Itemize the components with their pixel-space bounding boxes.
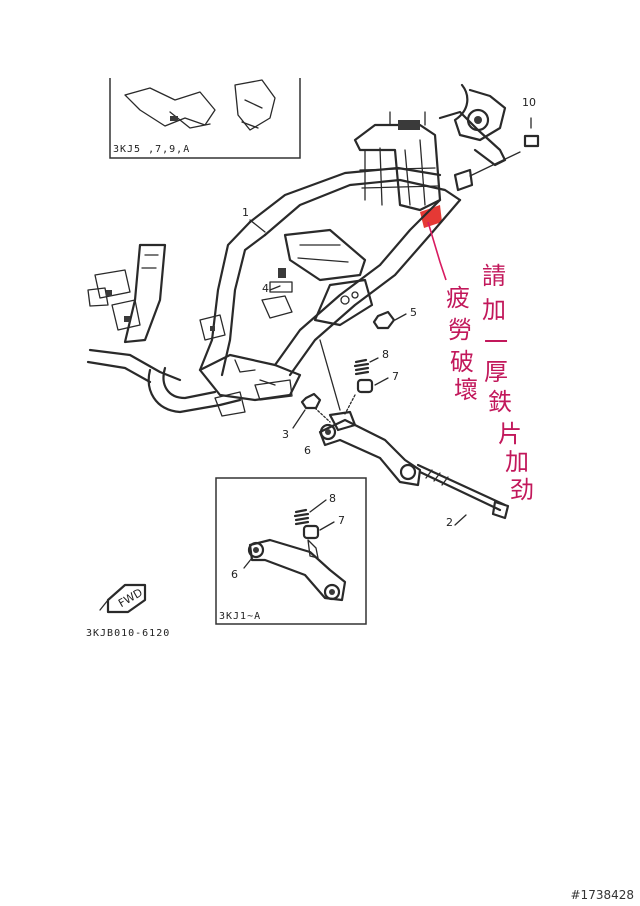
- inset-callout-7: 7: [338, 514, 345, 527]
- handwritten-annotation: 請 加 一 厚 鉄 片 加 劲 疲 勞 破 壞: [427, 221, 534, 504]
- callout-8: 8: [382, 348, 389, 361]
- inset-callout-6: 6: [231, 568, 238, 581]
- annotation-char: 壞: [454, 376, 478, 404]
- callout-10: 10: [522, 96, 536, 109]
- annotation-char: 勞: [448, 316, 472, 344]
- annotation-char: 加: [505, 448, 529, 476]
- annotation-char: 片: [498, 420, 522, 448]
- callout-3: 3: [282, 428, 289, 441]
- rear-bracket-assembly: 10: [438, 83, 540, 192]
- inset-callout-8: 8: [329, 492, 336, 505]
- annotation-char: 劲: [510, 476, 534, 504]
- inset-bottom-label: 3KJ1~A: [219, 611, 261, 622]
- callout-4: 4: [262, 282, 269, 295]
- main-frame: [86, 111, 462, 417]
- forward-direction-mark: FWD: [99, 583, 147, 614]
- annotation-char: 疲: [446, 284, 470, 312]
- image-id-label: #1738428: [570, 888, 635, 902]
- annotation-line-2: 疲 勞 破 壞: [446, 284, 478, 404]
- annotation-char: 厚: [484, 358, 508, 386]
- inset-top-variant: 3KJ5 ,7,9,A: [109, 78, 301, 159]
- engine-mount-link: 5 8 7 3 6 2: [282, 306, 510, 529]
- annotation-char: 破: [450, 348, 474, 376]
- annotation-char: 加: [482, 296, 506, 324]
- annotation-char: 請: [482, 262, 506, 290]
- annotation-char: 一: [484, 328, 508, 356]
- reference-code: 3KJB010-6120: [86, 628, 170, 639]
- callout-6: 6: [304, 444, 311, 457]
- callout-5: 5: [410, 306, 417, 319]
- callout-2: 2: [446, 516, 453, 529]
- inset-top-label: 3KJ5 ,7,9,A: [113, 144, 190, 155]
- callout-1: 1: [242, 206, 249, 219]
- inset-bottom-variant: 8 7 6 3KJ1~A: [215, 477, 367, 625]
- annotation-char: 鉄: [488, 388, 512, 416]
- annotation-line-1: 請 加 一 厚 鉄 片 加 劲: [482, 262, 534, 504]
- callout-7: 7: [392, 370, 399, 383]
